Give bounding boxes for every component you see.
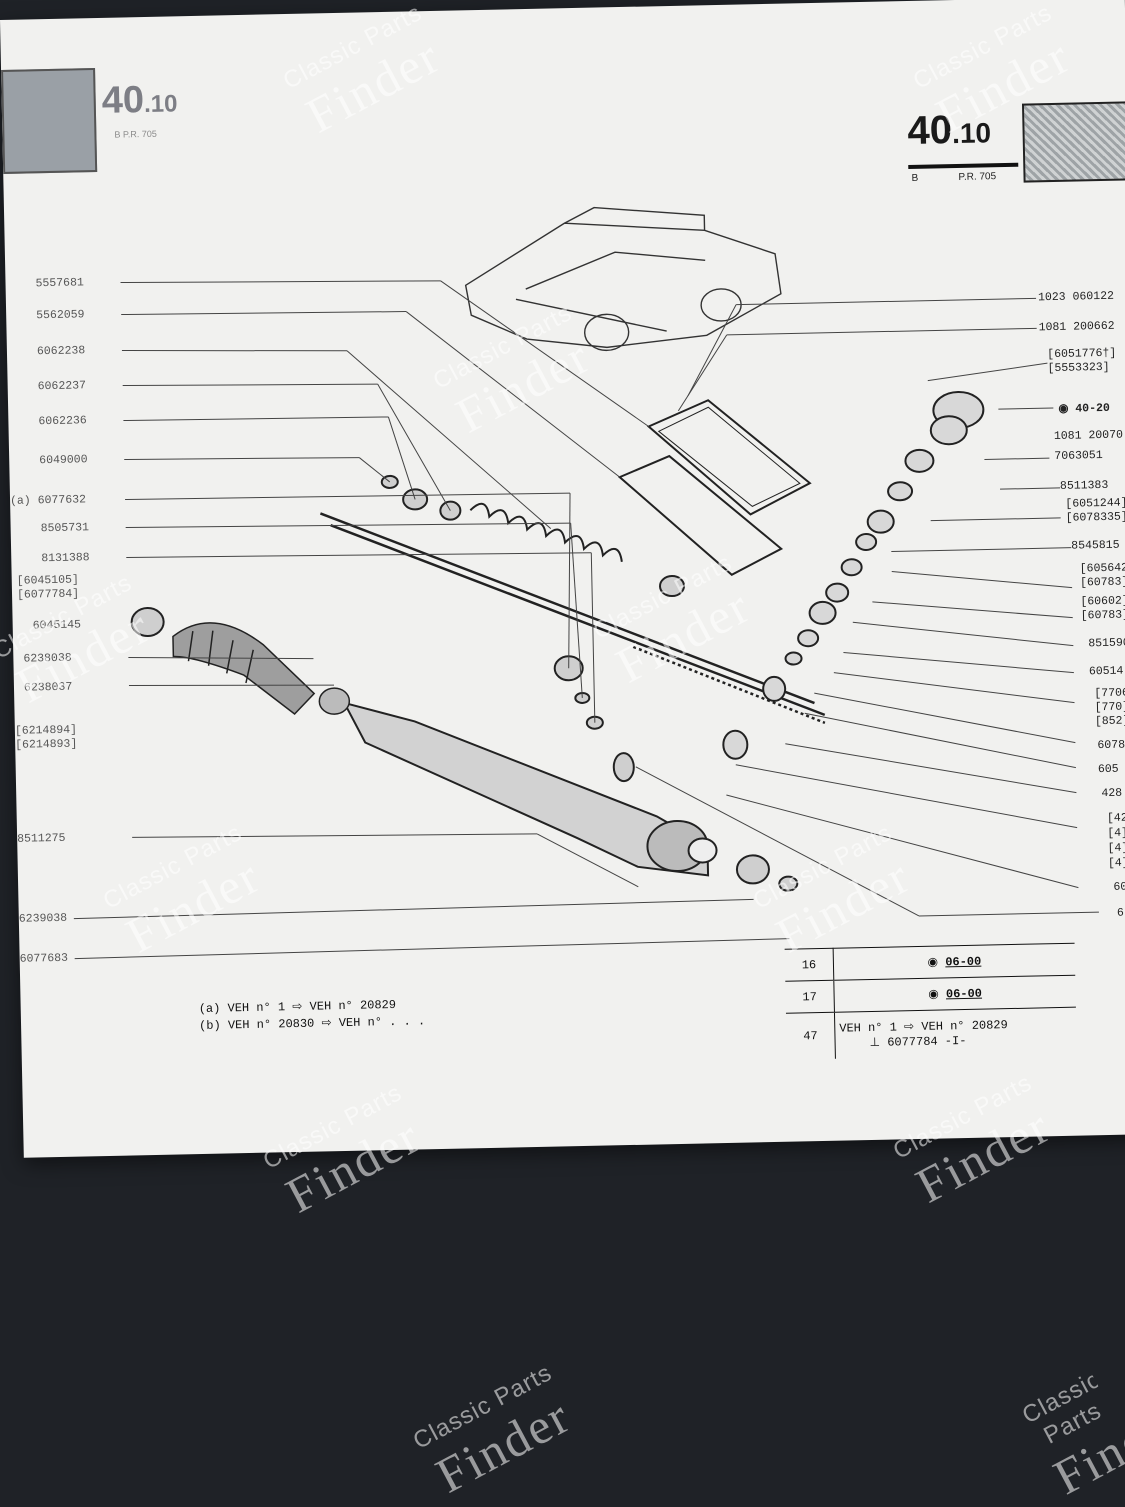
table-row: 47 VEH n° 1 ⇨ VEH n° 20829⊥ 6077784 -I- bbox=[785, 1007, 1077, 1060]
part-label: 6062237 bbox=[37, 379, 87, 394]
rack-rod bbox=[319, 512, 826, 725]
part-label: 6078 bbox=[1097, 738, 1125, 753]
row-number: 47 bbox=[785, 1012, 836, 1060]
right-parts bbox=[722, 391, 985, 760]
part-label: 605 bbox=[1097, 762, 1119, 777]
exploded-diagram bbox=[73, 206, 1099, 960]
part-label: [42] bbox=[1106, 811, 1125, 825]
rack-housing bbox=[342, 701, 718, 877]
part-label: 60 bbox=[1113, 880, 1125, 894]
part-label: [7706] bbox=[1094, 686, 1125, 701]
eye-icon: ◉ bbox=[927, 955, 939, 970]
part-label: 7063051 bbox=[1054, 449, 1103, 464]
footnotes: (a) VEH n° 1 ⇨ VEH n° 20829 (b) VEH n° 2… bbox=[199, 996, 426, 1035]
row-number: 17 bbox=[785, 980, 835, 1014]
part-label: [5553323] bbox=[1047, 360, 1110, 376]
part-label: 8511275 bbox=[17, 831, 66, 846]
part-label: [6214893] bbox=[15, 737, 78, 752]
part-label: 5557681 bbox=[35, 276, 84, 291]
part-label: 851590 bbox=[1088, 636, 1125, 651]
part-icon: ⊥ bbox=[869, 1035, 881, 1051]
row-reference: ◉ 06-00 bbox=[833, 975, 1076, 1013]
part-label: 6239038 bbox=[18, 911, 68, 926]
part-label: [605642] bbox=[1079, 561, 1125, 576]
page-reference: ◉ 40-20 bbox=[1058, 401, 1110, 416]
part-label: 6238038 bbox=[23, 651, 72, 666]
part-label: 1081 20070 bbox=[1053, 428, 1124, 444]
part-label: 6062236 bbox=[38, 414, 87, 429]
part-label: [6045105] bbox=[16, 573, 80, 588]
part-label: [4] bbox=[1107, 826, 1125, 840]
row-number: 16 bbox=[784, 948, 834, 982]
eye-icon: ◉ bbox=[928, 987, 939, 1002]
part-label: 6077683 bbox=[19, 951, 69, 966]
part-label: [6051776†] bbox=[1047, 346, 1117, 362]
right-leader-lines bbox=[635, 297, 1099, 917]
car-illustration bbox=[464, 206, 782, 352]
part-label: [6077784] bbox=[16, 587, 80, 602]
part-label: [60783] bbox=[1080, 608, 1125, 623]
part-label: 8131388 bbox=[41, 551, 90, 566]
left-leader-lines bbox=[73, 280, 790, 960]
part-label: [60602] bbox=[1080, 594, 1125, 609]
part-label: 8505731 bbox=[40, 521, 90, 536]
part-label: 6045145 bbox=[32, 618, 82, 633]
spring bbox=[469, 502, 623, 562]
eye-icon: ◉ bbox=[1058, 402, 1069, 416]
part-label: 1023 060122 bbox=[1037, 289, 1115, 305]
part-label: 8511383 bbox=[1059, 478, 1109, 493]
part-label: [852] bbox=[1094, 714, 1125, 729]
part-label: 6 bbox=[1116, 906, 1124, 920]
catalog-page: 40.10 B P.R. 705 40.10 B P.R. 705 bbox=[0, 0, 1125, 1158]
part-label: [4] bbox=[1107, 856, 1125, 870]
variant-table: 16 ◉ 06-00 17 ◉ 06-00 47 VEH n° 1 ⇨ VEH … bbox=[784, 943, 1077, 1060]
part-label: [6214894] bbox=[14, 723, 78, 738]
part-label: 428 bbox=[1101, 786, 1123, 801]
part-label: 5562059 bbox=[36, 308, 85, 323]
rubber-boot bbox=[172, 622, 351, 715]
part-label: 6049000 bbox=[39, 453, 88, 468]
part-label: 1081 200662 bbox=[1038, 319, 1115, 335]
part-label: 6238037 bbox=[23, 680, 73, 695]
part-label: [770] bbox=[1094, 700, 1125, 715]
part-label: 6062238 bbox=[36, 344, 86, 359]
part-label: 60514 bbox=[1088, 664, 1124, 679]
row-reference: ◉ 06-00 bbox=[833, 943, 1076, 981]
part-label: [60783] bbox=[1079, 575, 1125, 590]
part-label: [6051244] bbox=[1065, 496, 1125, 511]
part-label: (a) 6077632 bbox=[9, 493, 87, 508]
part-label: 8545815 bbox=[1071, 538, 1120, 553]
gasket-plates bbox=[617, 399, 812, 577]
part-label: [4] bbox=[1107, 841, 1125, 855]
part-label: [6078335] bbox=[1065, 510, 1125, 525]
row-detail: VEH n° 1 ⇨ VEH n° 20829⊥ 6077784 -I- bbox=[834, 1007, 1077, 1059]
